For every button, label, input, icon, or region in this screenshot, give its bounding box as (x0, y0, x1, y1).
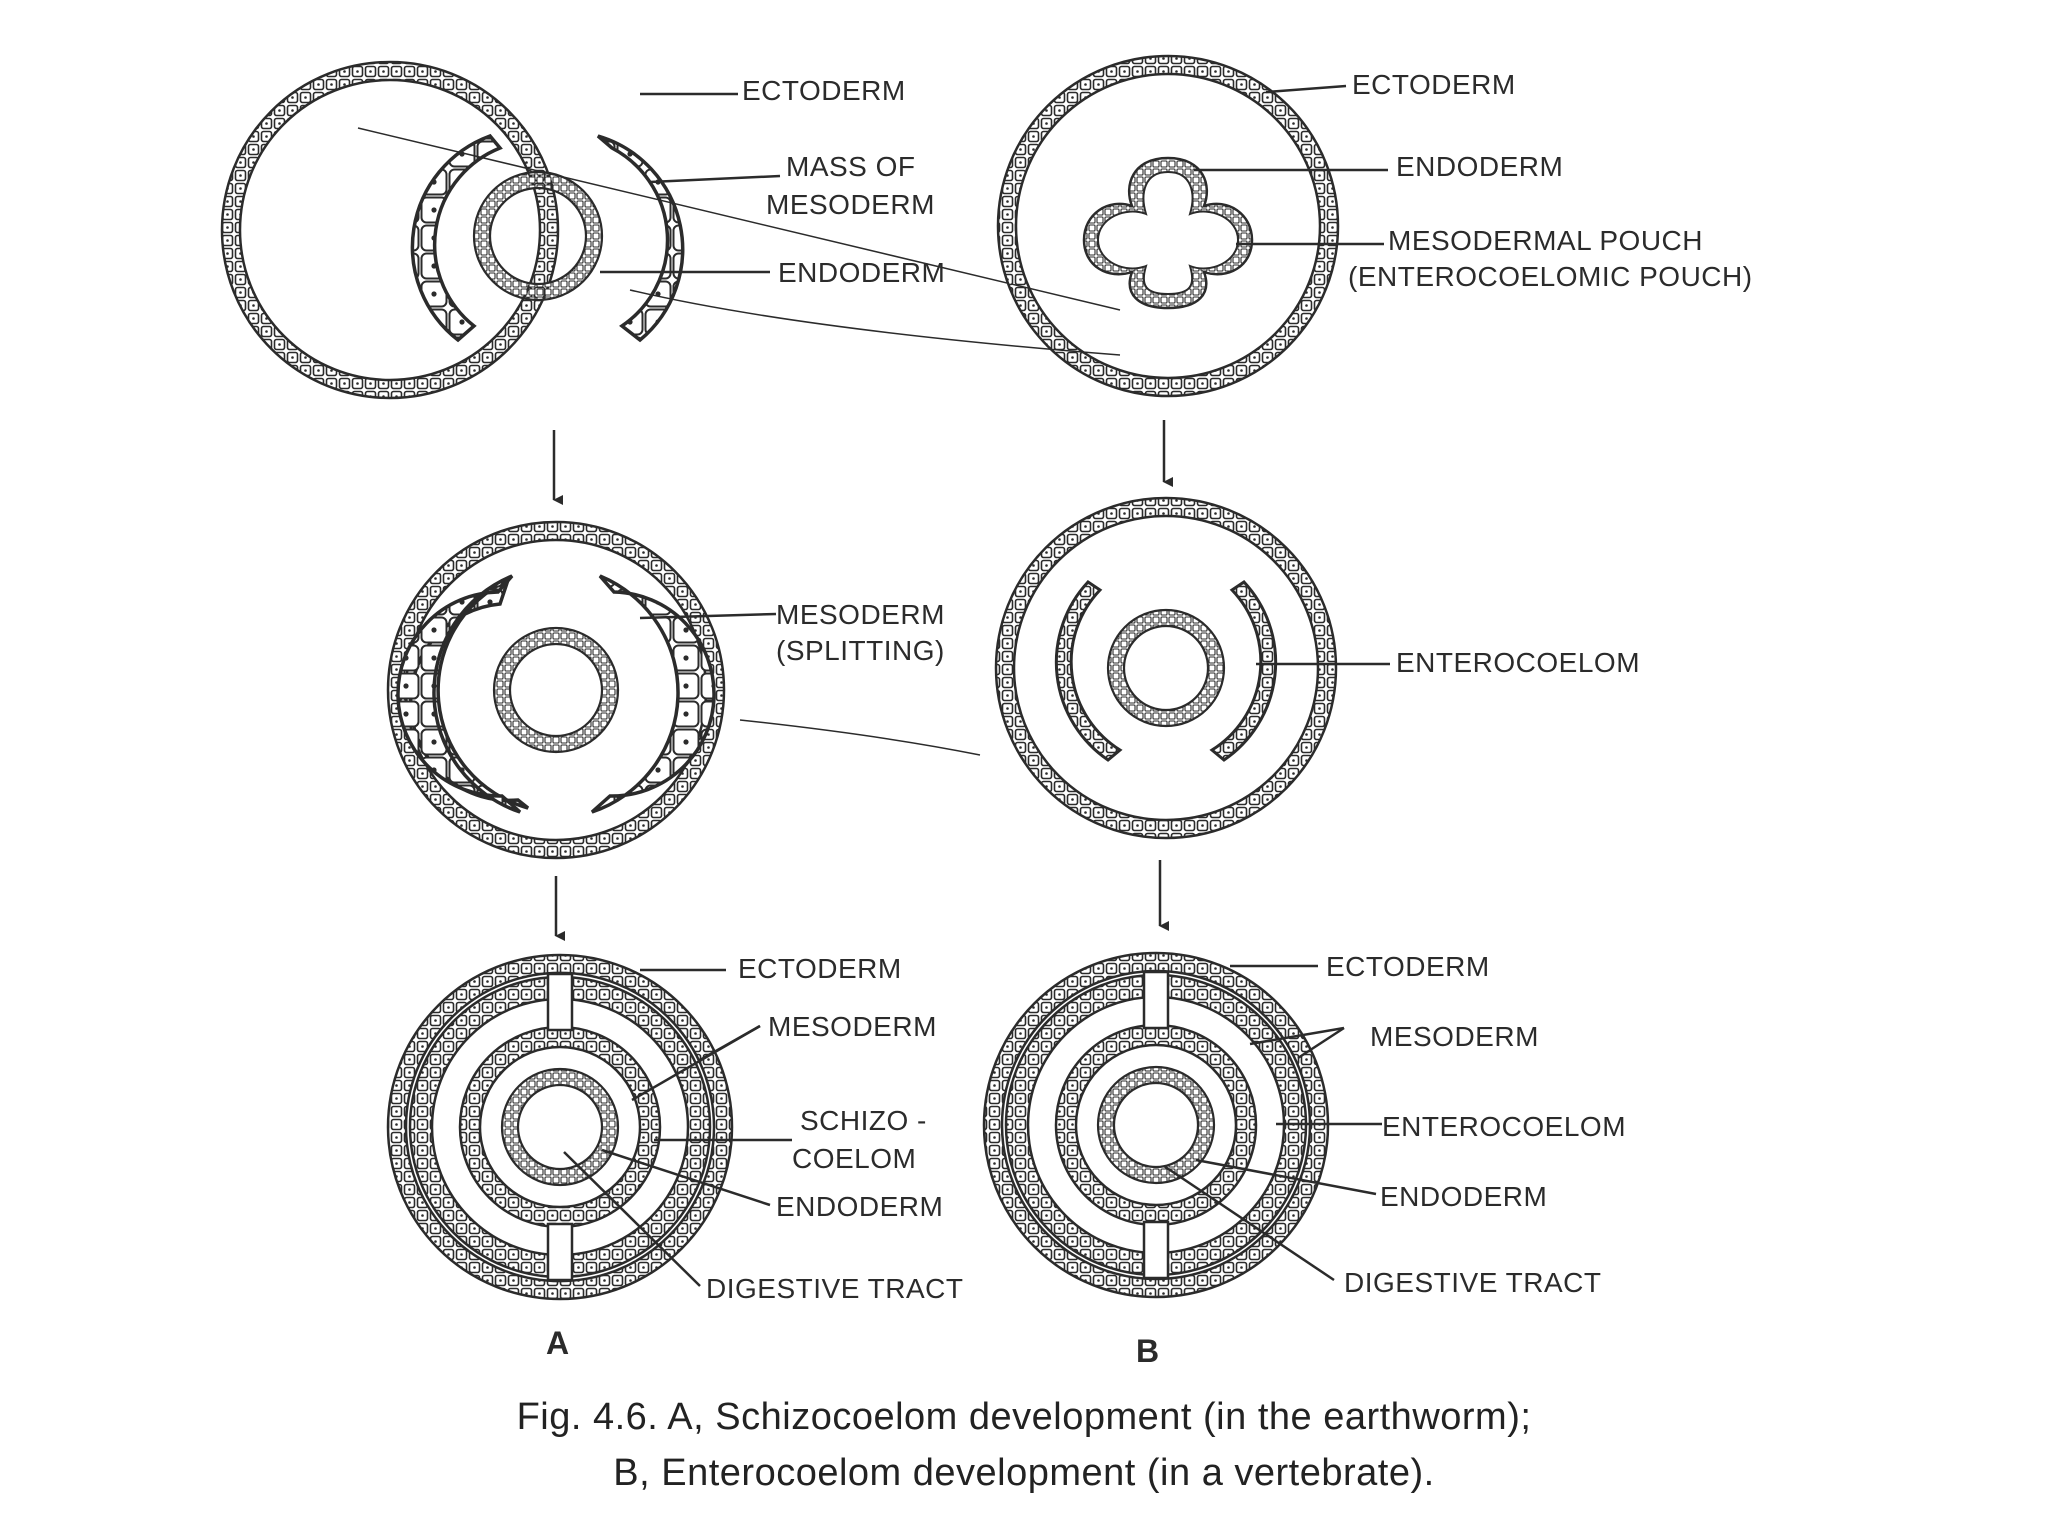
label-a3-digestive-tract: DIGESTIVE TRACT (706, 1273, 963, 1304)
leader-line (631, 1024, 761, 1102)
panel-b-letter: B (1136, 1333, 1160, 1369)
label-a3-endoderm: ENDODERM (776, 1191, 943, 1222)
panel-a-stage2-diagram (386, 520, 981, 860)
label-a1-endoderm: ENDODERM (778, 257, 945, 288)
scan-line (739, 719, 981, 756)
panel-b-stage2-diagram (994, 496, 1338, 840)
label-b2-enterocoelom: ENTEROCOELOM (1396, 647, 1640, 678)
label-b1-pouch-line1: MESODERMAL POUCH (1388, 225, 1703, 256)
mesoderm-inner-layer (1054, 1023, 1258, 1227)
label-b3-endoderm: ENDODERM (1380, 1181, 1547, 1212)
label-b3-digestive-tract: DIGESTIVE TRACT (1344, 1267, 1601, 1298)
label-a1-ectoderm: ECTODERM (742, 75, 906, 106)
panel-a-stage1-diagram (220, 60, 1121, 400)
mesoderm-mass-right (596, 134, 685, 343)
ectoderm-ring (220, 60, 560, 400)
figure-caption-line2: B, Enterocoelom development (in a verteb… (613, 1452, 1435, 1494)
ectoderm-ring (996, 54, 1340, 398)
label-a3-ectoderm: ECTODERM (738, 953, 902, 984)
endoderm-pouch-lumen (1096, 170, 1240, 296)
ventral-mesentery (1142, 1220, 1170, 1280)
endoderm-ring (1106, 608, 1226, 728)
label-a2-mesoderm: MESODERM (776, 599, 945, 630)
figure-caption-line1: Fig. 4.6. A, Schizocoelom development (i… (516, 1396, 1532, 1438)
leader-line (1297, 1026, 1345, 1060)
label-b3-mesoderm: MESODERM (1370, 1021, 1539, 1052)
leader-line (1265, 84, 1347, 94)
leader-line (563, 1151, 701, 1287)
label-a3-schizo: SCHIZO - (800, 1105, 927, 1136)
label-b3-enterocoelom: ENTEROCOELOM (1382, 1111, 1626, 1142)
label-b1-pouch-line2: (ENTEROCOELOMIC POUCH) (1348, 261, 1753, 292)
label-b1-endoderm: ENDODERM (1396, 151, 1563, 182)
leader-lines (563, 84, 1390, 1287)
endoderm-ring (472, 170, 604, 302)
enterocoelom-pouch-left (1054, 580, 1123, 762)
scan-line (629, 289, 1121, 356)
leader-line (1163, 1164, 1335, 1282)
mesoderm-right (590, 574, 716, 814)
endoderm-ring (500, 1067, 620, 1187)
dorsal-mesentery (1142, 970, 1170, 1030)
mesoderm-outer-layer (408, 975, 712, 1279)
ectoderm-ring (386, 953, 734, 1301)
dorsal-mesentery (546, 972, 574, 1032)
ectoderm-ring (994, 496, 1338, 840)
mesoderm-inner-layer (458, 1025, 662, 1229)
endoderm-ring (1096, 1065, 1216, 1185)
panel-a-stage3-diagram (386, 953, 734, 1301)
label-a3-mesoderm: MESODERM (768, 1011, 937, 1042)
label-a1-mass-of: MASS OF (786, 151, 916, 182)
panel-a-letter: A (546, 1325, 570, 1361)
scan-line (357, 127, 1121, 311)
label-b3-ectoderm: ECTODERM (1326, 951, 1490, 982)
label-a1-mesoderm: MESODERM (766, 189, 935, 220)
panel-b-stage1-diagram (996, 54, 1340, 398)
mesoderm-mass-left (410, 133, 503, 343)
label-a3-coelom: COELOM (792, 1143, 916, 1174)
endoderm-ring (492, 626, 620, 754)
ventral-mesentery (546, 1222, 574, 1282)
label-b1-ectoderm: ECTODERM (1352, 69, 1516, 100)
leader-line (639, 612, 777, 620)
labels: ECTODERM MASS OF MESODERM ENDODERM MESOD… (546, 69, 1753, 1369)
label-a2-splitting: (SPLITTING) (776, 635, 945, 666)
enterocoelom-pouch-right (1209, 580, 1278, 762)
leader-line (601, 1148, 771, 1207)
leader-line (1195, 1158, 1377, 1196)
leader-line (649, 174, 781, 184)
stage-arrows (552, 420, 1173, 941)
leader-line (1249, 1026, 1345, 1046)
mesoderm-left-outer (396, 574, 522, 814)
